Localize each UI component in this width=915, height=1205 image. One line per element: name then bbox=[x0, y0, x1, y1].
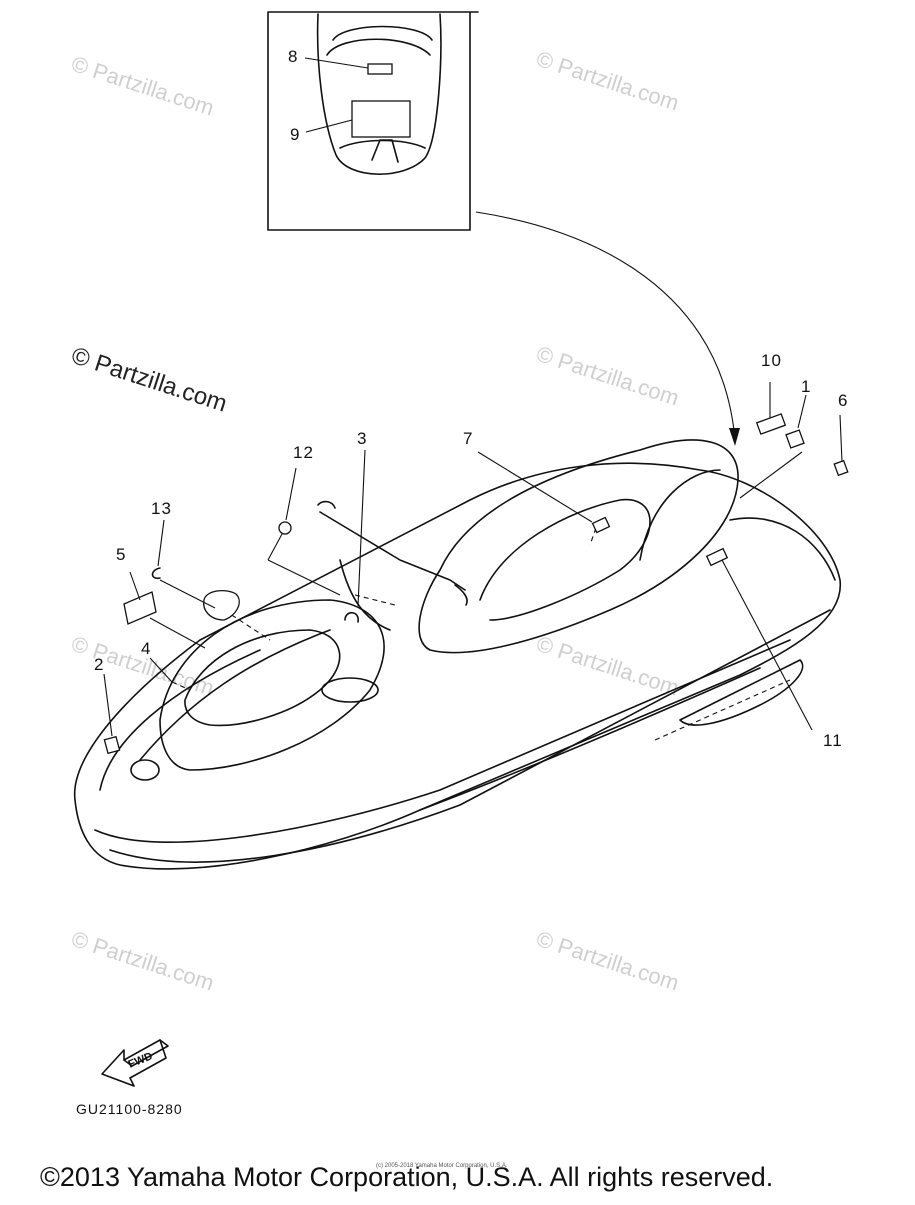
callout-6: 6 bbox=[838, 391, 848, 410]
watermark: © Partzilla.com bbox=[533, 46, 682, 116]
callouts: 1 2 3 4 5 6 7 10 11 12 13 bbox=[94, 351, 848, 750]
callout-5: 5 bbox=[116, 545, 126, 564]
callout-4: 4 bbox=[141, 639, 151, 658]
callout-3: 3 bbox=[357, 429, 367, 448]
watermark: © Partzilla.com bbox=[68, 926, 217, 996]
callout-11: 11 bbox=[823, 731, 843, 750]
watermark-prominent: © Partzilla.com bbox=[68, 342, 230, 418]
callout-8: 8 bbox=[288, 47, 298, 66]
small-copyright: (c) 2005-2018 Yamaha Motor Corporation, … bbox=[376, 1163, 508, 1169]
label-8-part bbox=[367, 63, 393, 75]
callout-10: 10 bbox=[761, 351, 782, 370]
callout-12: 12 bbox=[293, 443, 314, 462]
fwd-arrow: FWD bbox=[101, 1039, 169, 1087]
label-9-part bbox=[351, 100, 411, 138]
callout-9: 9 bbox=[290, 125, 300, 144]
label-2-part bbox=[103, 735, 121, 755]
label-3-part bbox=[344, 611, 359, 623]
watermark: © Partzilla.com bbox=[533, 341, 682, 411]
inset-detail: 8 9 bbox=[267, 11, 479, 231]
arrowhead bbox=[729, 428, 740, 446]
label-13-part bbox=[151, 567, 161, 580]
parts bbox=[103, 413, 849, 755]
leader-lines bbox=[103, 382, 843, 737]
label-6-part bbox=[833, 459, 849, 477]
label-7-part bbox=[591, 516, 611, 534]
label-1-part bbox=[785, 429, 805, 449]
callout-7: 7 bbox=[463, 429, 473, 448]
watercraft-illustration bbox=[73, 439, 841, 870]
label-5-part bbox=[123, 591, 157, 625]
mirror-part bbox=[203, 589, 240, 621]
label-10-part bbox=[755, 413, 787, 435]
inset-leader bbox=[475, 211, 736, 441]
label-12-part bbox=[278, 521, 292, 535]
watermark: © Partzilla.com bbox=[533, 926, 682, 996]
diagram-code: GU21100-8280 bbox=[76, 1101, 183, 1117]
watermark: © Partzilla.com bbox=[533, 631, 682, 701]
callout-1: 1 bbox=[801, 377, 811, 396]
watermark: © Partzilla.com bbox=[68, 51, 217, 121]
label-11-part bbox=[705, 547, 729, 567]
fwd-label: FWD bbox=[127, 1050, 155, 1071]
callout-13: 13 bbox=[151, 499, 172, 518]
copyright-notice: ©2013 Yamaha Motor Corporation, U.S.A. A… bbox=[40, 1162, 773, 1192]
callout-2: 2 bbox=[94, 655, 104, 674]
